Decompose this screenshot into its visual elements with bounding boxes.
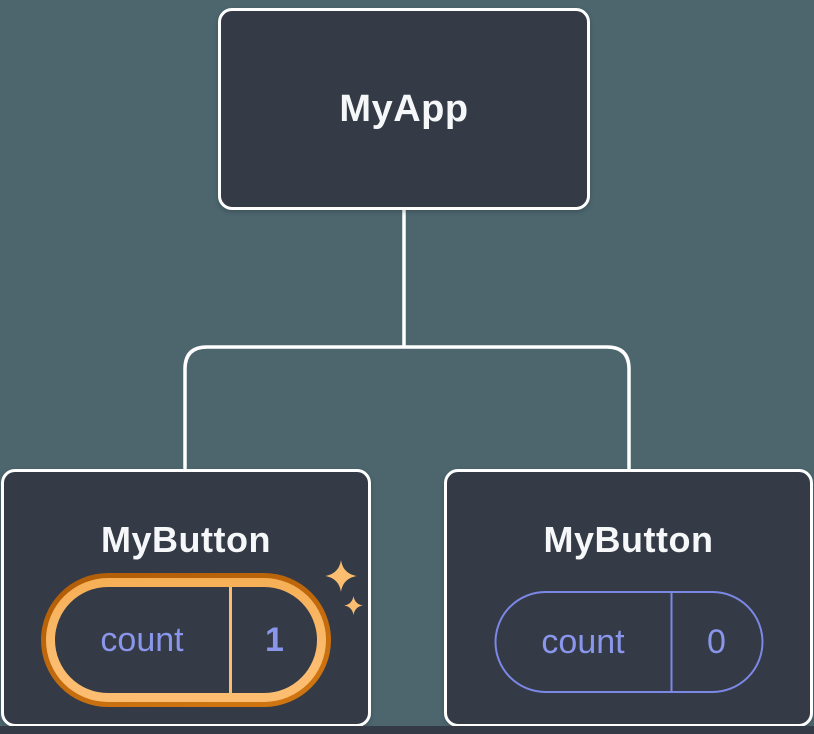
state-value: 1: [265, 620, 284, 659]
child-node-mybutton-right: MyButton count 0: [444, 469, 813, 727]
child-node-mybutton-left: MyButton count 1: [1, 469, 371, 727]
root-node-myapp: MyApp: [218, 8, 590, 210]
state-pill-plain: count 0: [494, 591, 763, 693]
state-value: 0: [707, 622, 726, 661]
pill-divider: [670, 593, 672, 691]
state-pill-highlighted: count 1: [41, 573, 331, 707]
sparkle-icon-large: [325, 560, 357, 592]
sparkle-icon-small: [344, 596, 363, 615]
root-node-label: MyApp: [339, 87, 469, 130]
child-node-label: MyButton: [543, 519, 714, 560]
state-name: count: [541, 622, 625, 661]
bottom-edge-bar: [0, 726, 814, 734]
state-name: count: [100, 620, 184, 659]
pill-divider: [229, 587, 232, 693]
child-node-label: MyButton: [101, 519, 271, 560]
